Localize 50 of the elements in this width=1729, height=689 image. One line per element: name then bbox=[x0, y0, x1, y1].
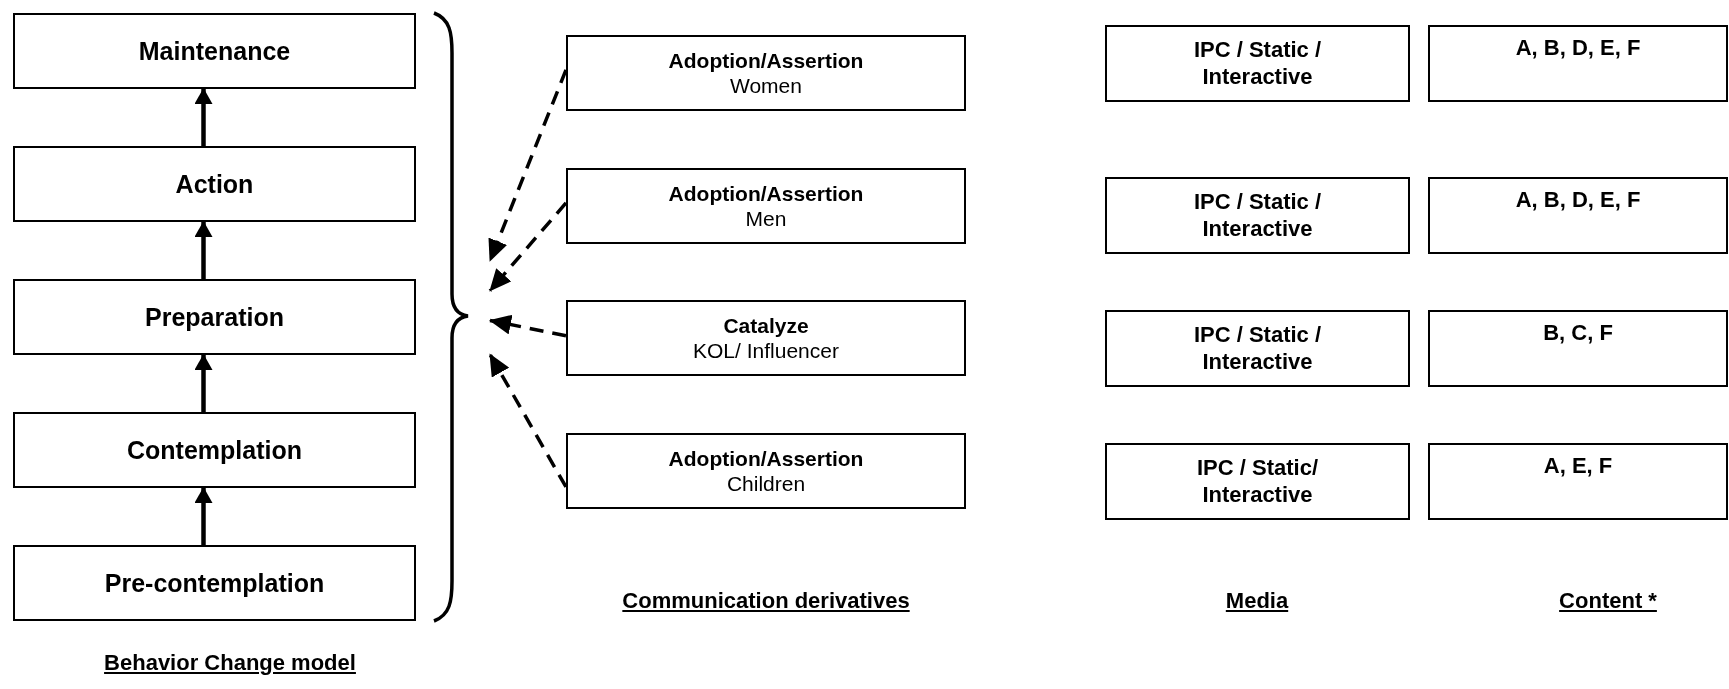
arrow bbox=[488, 201, 568, 292]
audience-text: Children bbox=[726, 471, 806, 497]
stage-title: Maintenance bbox=[138, 36, 291, 66]
derivative-box bbox=[566, 300, 966, 376]
arrow bbox=[194, 221, 213, 279]
stage-title: Preparation bbox=[145, 302, 284, 332]
derivative-title: Catalyze bbox=[723, 312, 809, 338]
media-text: IPC / Static/ Interactive bbox=[1195, 455, 1319, 508]
arrow bbox=[194, 88, 213, 146]
column-heading: Media bbox=[1225, 588, 1289, 614]
content-text: B, C, F bbox=[1543, 320, 1613, 346]
column-heading: Content * bbox=[1559, 588, 1657, 614]
stage-title: Contemplation bbox=[127, 435, 302, 465]
arrow bbox=[488, 353, 568, 488]
media-box bbox=[1105, 25, 1410, 102]
derivative-box bbox=[566, 433, 966, 509]
arrow bbox=[194, 354, 213, 412]
stage-box bbox=[13, 13, 416, 89]
stage-box bbox=[13, 412, 416, 488]
derivative-title: Adoption/Assertion bbox=[668, 47, 864, 73]
stage-box bbox=[13, 146, 416, 222]
media-box bbox=[1105, 443, 1410, 520]
stage-box bbox=[13, 279, 416, 355]
model-caption: Behavior Change model bbox=[104, 650, 356, 676]
content-text: A, B, D, E, F bbox=[1515, 187, 1641, 213]
media-text: IPC / Static / Interactive bbox=[1192, 37, 1323, 90]
media-box bbox=[1105, 310, 1410, 387]
derivative-box bbox=[566, 35, 966, 111]
stage-box bbox=[13, 545, 416, 621]
media-text: IPC / Static / Interactive bbox=[1192, 322, 1323, 375]
audience-text: KOL/ Influencer bbox=[693, 338, 839, 364]
derivative-box bbox=[566, 168, 966, 244]
stage-title: Pre-contemplation bbox=[104, 568, 325, 598]
column-heading: Communication derivatives bbox=[622, 588, 910, 614]
derivative-title: Adoption/Assertion bbox=[668, 180, 864, 206]
arrow bbox=[194, 487, 213, 545]
audience-text: Women bbox=[730, 73, 802, 99]
media-text: IPC / Static / Interactive bbox=[1192, 189, 1323, 242]
content-box bbox=[1428, 177, 1728, 254]
arrow bbox=[488, 69, 568, 262]
media-box bbox=[1105, 177, 1410, 254]
content-box bbox=[1428, 25, 1728, 102]
arrow bbox=[489, 314, 567, 338]
content-box bbox=[1428, 310, 1728, 387]
derivative-title: Adoption/Assertion bbox=[668, 445, 864, 471]
content-text: A, B, D, E, F bbox=[1515, 35, 1641, 61]
content-text: A, E, F bbox=[1543, 453, 1613, 479]
stage-title: Action bbox=[175, 169, 254, 199]
audience-text: Men bbox=[745, 206, 787, 232]
content-box bbox=[1428, 443, 1728, 520]
